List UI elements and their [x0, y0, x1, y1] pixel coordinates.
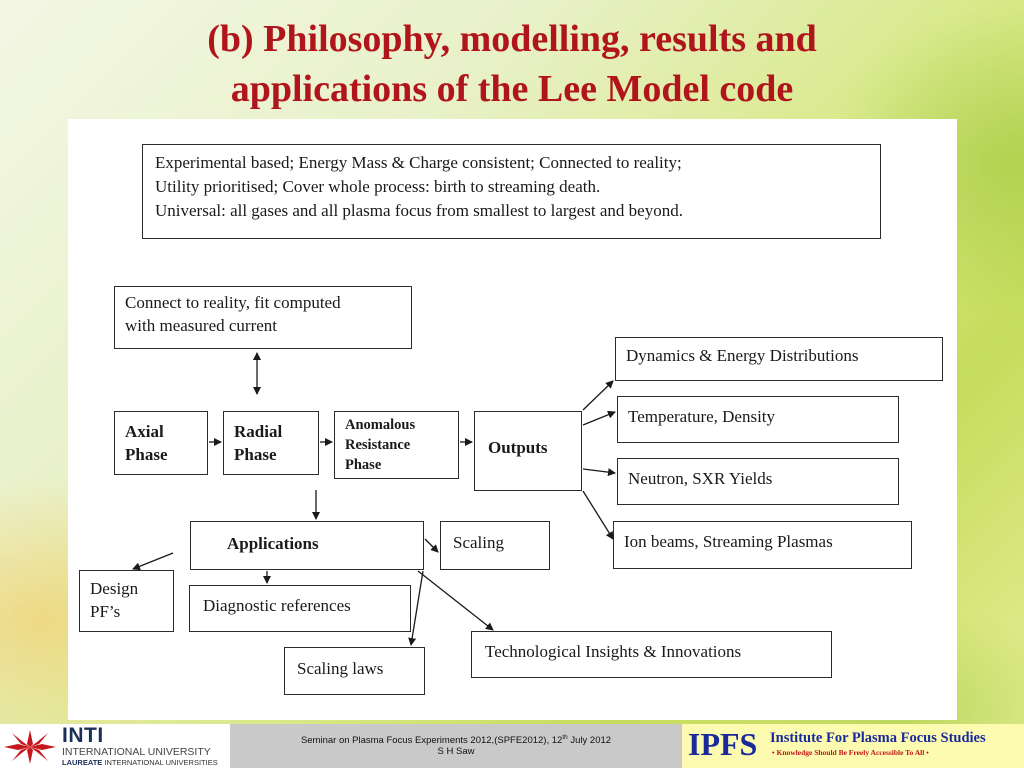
axial-phase-box: Axial Phase	[114, 411, 208, 475]
seminar-post: July 2012	[567, 735, 612, 747]
seminar-author: S H Saw	[437, 746, 475, 758]
ion-beams-label: Ion beams, Streaming Plasmas	[624, 532, 833, 551]
summary-line-2: Utility prioritised; Cover whole process…	[155, 177, 601, 196]
diagram-panel: Experimental based; Energy Mass & Charge…	[68, 119, 957, 720]
design-box: Design PF’s	[79, 570, 174, 632]
axial-line-2: Phase	[125, 445, 168, 464]
seminar-sup: th	[562, 734, 568, 741]
connect-line-2: with measured current	[125, 316, 277, 335]
title-line-2: applications of the Lee Model code	[230, 68, 794, 110]
inti-laureate: LAUREATE INTERNATIONAL UNIVERSITIES	[62, 758, 218, 767]
dynamics-label: Dynamics & Energy Distributions	[626, 346, 859, 365]
dynamics-box: Dynamics & Energy Distributions	[615, 337, 943, 381]
neutron-label: Neutron, SXR Yields	[628, 469, 773, 488]
anomalous-line-2: Resistance	[345, 437, 411, 453]
outputs-box: Outputs	[474, 411, 582, 491]
inti-subtitle: INTERNATIONAL UNIVERSITY	[62, 746, 211, 758]
laureate-rest: INTERNATIONAL UNIVERSITIES	[104, 758, 218, 767]
design-line-2: PF’s	[90, 602, 121, 621]
scaling-laws-label: Scaling laws	[297, 659, 384, 678]
seminar-info: Seminar on Plasma Focus Experiments 2012…	[230, 724, 682, 768]
seminar-line: Seminar on Plasma Focus Experiments 2012…	[230, 724, 682, 746]
radial-line-2: Phase	[234, 445, 277, 464]
summary-line-3: Universal: all gases and all plasma focu…	[155, 201, 683, 220]
arrow-applications-scalinglaws	[408, 570, 424, 646]
ipfs-tagline: • Knowledge Should Be Freely Accessible …	[772, 748, 929, 757]
slide-title: (b) Philosophy, modelling, results and a…	[0, 14, 1024, 114]
anomalous-line-1: Anomalous	[345, 417, 416, 433]
scaling-label: Scaling	[453, 533, 504, 552]
axial-line-1: Axial	[125, 422, 164, 441]
tech-insights-label: Technological Insights & Innovations	[485, 642, 742, 661]
connect-line-1: Connect to reality, fit computed	[125, 293, 341, 312]
scaling-laws-box: Scaling laws	[284, 647, 425, 695]
radial-line-1: Radial	[234, 422, 283, 441]
connect-reality-box: Connect to reality, fit computed with me…	[114, 286, 412, 349]
arrow-outputs-ion	[582, 490, 614, 540]
footer-bar: INTI INTERNATIONAL UNIVERSITY LAUREATE I…	[0, 724, 1024, 768]
inti-star-icon	[4, 730, 56, 764]
outputs-label: Outputs	[488, 438, 548, 457]
temperature-box: Temperature, Density	[617, 396, 899, 443]
ipfs-logo: IPFS	[688, 726, 758, 762]
connector-arrows	[132, 352, 616, 646]
applications-box: Applications	[190, 521, 424, 570]
scaling-box: Scaling	[440, 521, 550, 570]
tech-insights-box: Technological Insights & Innovations	[471, 631, 832, 678]
summary-line-1: Experimental based; Energy Mass & Charge…	[155, 153, 682, 172]
applications-label: Applications	[227, 534, 319, 553]
anomalous-line-3: Phase	[345, 457, 382, 473]
design-line-1: Design	[90, 579, 139, 598]
ion-beams-box: Ion beams, Streaming Plasmas	[613, 521, 912, 569]
arrow-outputs-temperature	[582, 410, 616, 426]
inti-logo-area: INTI INTERNATIONAL UNIVERSITY LAUREATE I…	[0, 724, 230, 768]
summary-box: Experimental based; Energy Mass & Charge…	[142, 144, 881, 239]
ipfs-logo-area: IPFS Institute For Plasma Focus Studies …	[682, 724, 1024, 768]
inti-name: INTI	[62, 724, 104, 747]
arrow-outputs-neutron	[582, 468, 616, 477]
diagnostic-label: Diagnostic references	[203, 596, 351, 615]
ipfs-name: Institute For Plasma Focus Studies	[770, 730, 986, 746]
anomalous-resistance-box: Anomalous Resistance Phase	[334, 411, 459, 479]
radial-phase-box: Radial Phase	[223, 411, 319, 475]
laureate-bold: LAUREATE	[62, 758, 103, 767]
diagnostic-references-box: Diagnostic references	[189, 585, 411, 632]
temperature-label: Temperature, Density	[628, 407, 776, 426]
arrow-applications-design	[132, 552, 174, 571]
neutron-box: Neutron, SXR Yields	[617, 458, 899, 505]
seminar-pre: Seminar on Plasma Focus Experiments 2012…	[300, 735, 563, 747]
arrow-applications-scaling	[424, 538, 439, 553]
title-line-1: (b) Philosophy, modelling, results and	[207, 18, 817, 60]
arrow-outputs-dynamics	[582, 380, 614, 411]
arrow-applications-tech	[417, 570, 494, 631]
